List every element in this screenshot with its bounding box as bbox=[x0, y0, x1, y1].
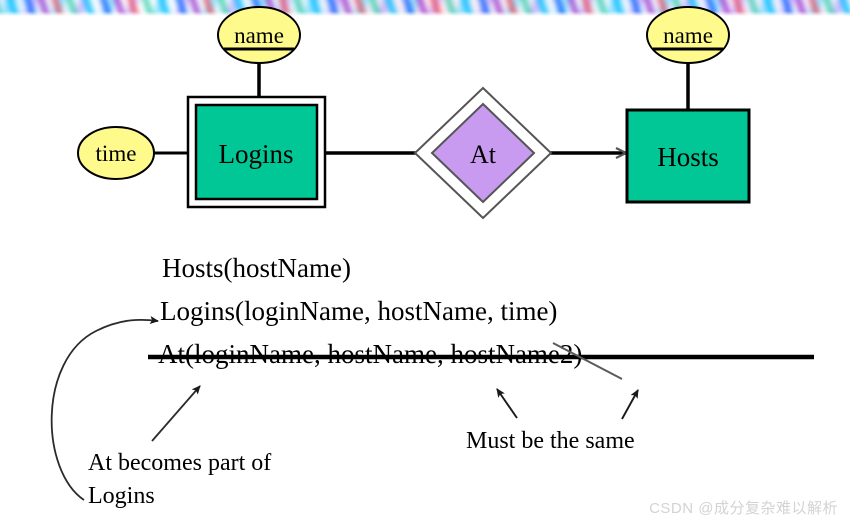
arrow-to-hostname2 bbox=[621, 389, 639, 420]
schema-line-at: At(loginName, hostName, hostName2) bbox=[158, 339, 582, 369]
attribute-hosts-name-label: name bbox=[663, 23, 713, 48]
entity-logins[interactable]: Logins bbox=[186, 95, 327, 209]
entity-hosts-box bbox=[625, 108, 751, 204]
attribute-logins-time[interactable]: time bbox=[77, 126, 155, 180]
decorative-banner bbox=[0, 0, 850, 16]
annotation-must-be-the-same-label: Must be the same bbox=[466, 428, 635, 454]
watermark: CSDN @成分复杂难以解析 bbox=[649, 499, 838, 517]
relationship-at[interactable]: At bbox=[413, 86, 553, 220]
arrow-to-hostname bbox=[496, 388, 518, 419]
attribute-logins-time-ellipse bbox=[77, 126, 155, 180]
attribute-logins-time-label: time bbox=[96, 141, 137, 166]
entity-logins-label: Logins bbox=[218, 139, 293, 169]
attribute-logins-name[interactable]: name bbox=[217, 6, 301, 64]
relationship-at-label: At bbox=[470, 140, 497, 169]
annotation-must-be-the-same: Must be the same bbox=[466, 388, 639, 454]
entity-logins-inner-box bbox=[194, 103, 319, 201]
entity-hosts-label: Hosts bbox=[657, 142, 719, 172]
slash-over-hostname2 bbox=[552, 342, 623, 380]
annotation-at-becomes-part-of-logins: At becomes part of Logins bbox=[50, 316, 271, 509]
relationship-at-inner-diamond bbox=[430, 102, 536, 204]
schema-line-hosts: Hosts(hostName) bbox=[162, 253, 351, 283]
entity-hosts[interactable]: Hosts bbox=[625, 108, 751, 204]
schema-line-logins: Logins(loginName, hostName, time) bbox=[160, 296, 557, 326]
attribute-logins-name-label: name bbox=[234, 23, 284, 48]
annotation-at-becomes-line-1: At becomes part of bbox=[88, 450, 271, 476]
annotation-at-becomes-line-2: Logins bbox=[88, 483, 155, 509]
curved-arrow-to-logins-relation bbox=[50, 316, 159, 501]
straight-arrow-to-at-relation bbox=[151, 385, 201, 442]
banner-fade bbox=[0, 11, 850, 16]
attribute-hosts-name[interactable]: name bbox=[646, 6, 730, 64]
